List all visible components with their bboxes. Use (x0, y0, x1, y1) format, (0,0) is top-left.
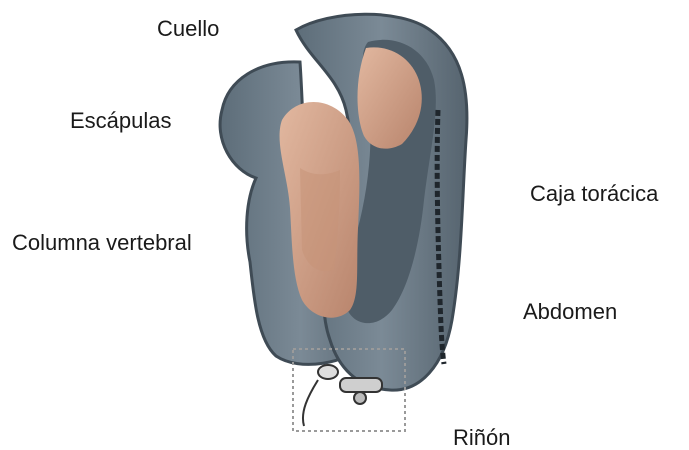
label-spine: Columna vertebral (12, 232, 192, 254)
label-abdomen: Abdomen (523, 301, 617, 323)
label-scapulae: Escápulas (70, 110, 172, 132)
label-neck: Cuello (157, 18, 219, 40)
label-rib-cage: Caja torácica (530, 183, 658, 205)
label-kidney: Riñón (453, 427, 510, 449)
torso-shadow (300, 168, 340, 271)
